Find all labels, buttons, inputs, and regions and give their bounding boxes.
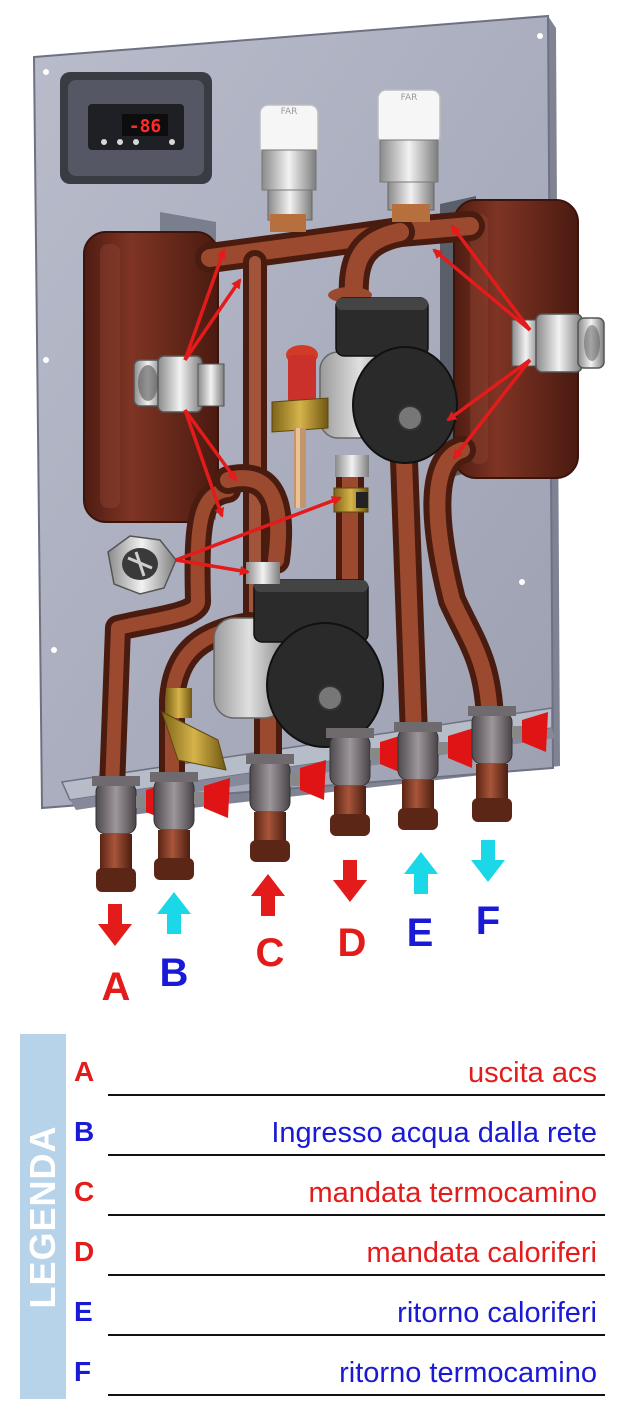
- legend-divider: [108, 1274, 605, 1276]
- legend-row-f: F ritorno termocamino: [66, 1338, 605, 1396]
- legend-rows: A uscita acs B Ingresso acqua dalla rete…: [66, 1034, 605, 1399]
- port-letter-b: B: [160, 951, 189, 995]
- legend-row-b: B Ingresso acqua dalla rete: [66, 1098, 605, 1156]
- ball-valve-e: [394, 722, 474, 830]
- legend-code: E: [74, 1296, 93, 1327]
- port-b: B: [157, 892, 191, 995]
- drain-fitting: [161, 688, 227, 771]
- port-letter-f: F: [476, 899, 500, 943]
- legend-row-e: E ritorno caloriferi: [66, 1278, 605, 1336]
- legend-row-a: A uscita acs: [66, 1038, 605, 1096]
- union-fitting-right: [511, 313, 605, 373]
- port-c: C: [251, 874, 285, 975]
- legend-divider: [108, 1154, 605, 1156]
- union-fitting-left: [133, 355, 225, 413]
- air-vent-cap-label: FAR: [281, 107, 298, 117]
- flow-arrow-up: [404, 852, 438, 894]
- controller-button: [133, 139, 139, 145]
- annotation-arrows: [175, 224, 532, 576]
- legend-code: C: [74, 1176, 95, 1207]
- hydraulic-module-diagram: -86: [32, 14, 605, 1009]
- legend-description: ritorno caloriferi: [397, 1297, 597, 1329]
- legend: LEGENDA A uscita acs B Ingresso acqua da…: [20, 1034, 605, 1399]
- port-letter-e: E: [407, 911, 434, 955]
- air-vent-cap-label: FAR: [401, 93, 418, 103]
- legend-divider: [108, 1094, 605, 1096]
- flow-arrow-down: [333, 860, 367, 902]
- port-letter-a: A: [102, 965, 131, 1009]
- legend-code: A: [74, 1056, 95, 1087]
- flow-arrow-up: [157, 892, 191, 934]
- legend-divider: [108, 1394, 605, 1396]
- ball-valve-f: [468, 706, 548, 822]
- port-a: A: [98, 904, 132, 1009]
- port-f: F: [471, 840, 505, 943]
- legend-title: LEGENDA: [22, 1124, 63, 1309]
- legend-description: mandata termocamino: [308, 1177, 597, 1209]
- legend-row-c: C mandata termocamino: [66, 1158, 605, 1216]
- temperature-controller: -86: [60, 72, 212, 184]
- ball-valve-c: [246, 754, 326, 862]
- ball-valve-a: [92, 776, 172, 892]
- circulation-pump-lower: [213, 562, 384, 748]
- legend-description: ritorno termocamino: [339, 1357, 597, 1389]
- flow-arrow-down: [98, 904, 132, 946]
- power-button: [169, 139, 175, 145]
- port-letter-c: C: [256, 931, 285, 975]
- legend-code: F: [74, 1356, 92, 1387]
- controller-button: [101, 139, 107, 145]
- safety-valve: [271, 345, 329, 508]
- ball-valve-b: [150, 772, 230, 880]
- flow-arrow-up: [251, 874, 285, 916]
- port-letter-d: D: [338, 921, 367, 965]
- legend-description: uscita acs: [468, 1057, 597, 1089]
- port-e: E: [404, 852, 438, 955]
- air-vent-right: FAR: [377, 89, 441, 222]
- air-vent-left: FAR: [259, 104, 319, 232]
- legend-side-bar: LEGENDA: [20, 1034, 66, 1399]
- flow-indicator: [107, 535, 177, 595]
- controller-display: -86: [129, 116, 162, 137]
- legend-description: mandata caloriferi: [366, 1237, 598, 1269]
- legend-divider: [108, 1334, 605, 1336]
- circulation-pump-upper: [319, 287, 458, 477]
- flow-arrow-down: [471, 840, 505, 882]
- legend-code: B: [74, 1116, 95, 1147]
- port-d: D: [333, 860, 367, 965]
- legend-description: Ingresso acqua dalla rete: [271, 1117, 597, 1149]
- controller-button: [117, 139, 123, 145]
- legend-row-d: D mandata caloriferi: [66, 1218, 605, 1276]
- legend-code: D: [74, 1236, 95, 1267]
- legend-divider: [108, 1214, 605, 1216]
